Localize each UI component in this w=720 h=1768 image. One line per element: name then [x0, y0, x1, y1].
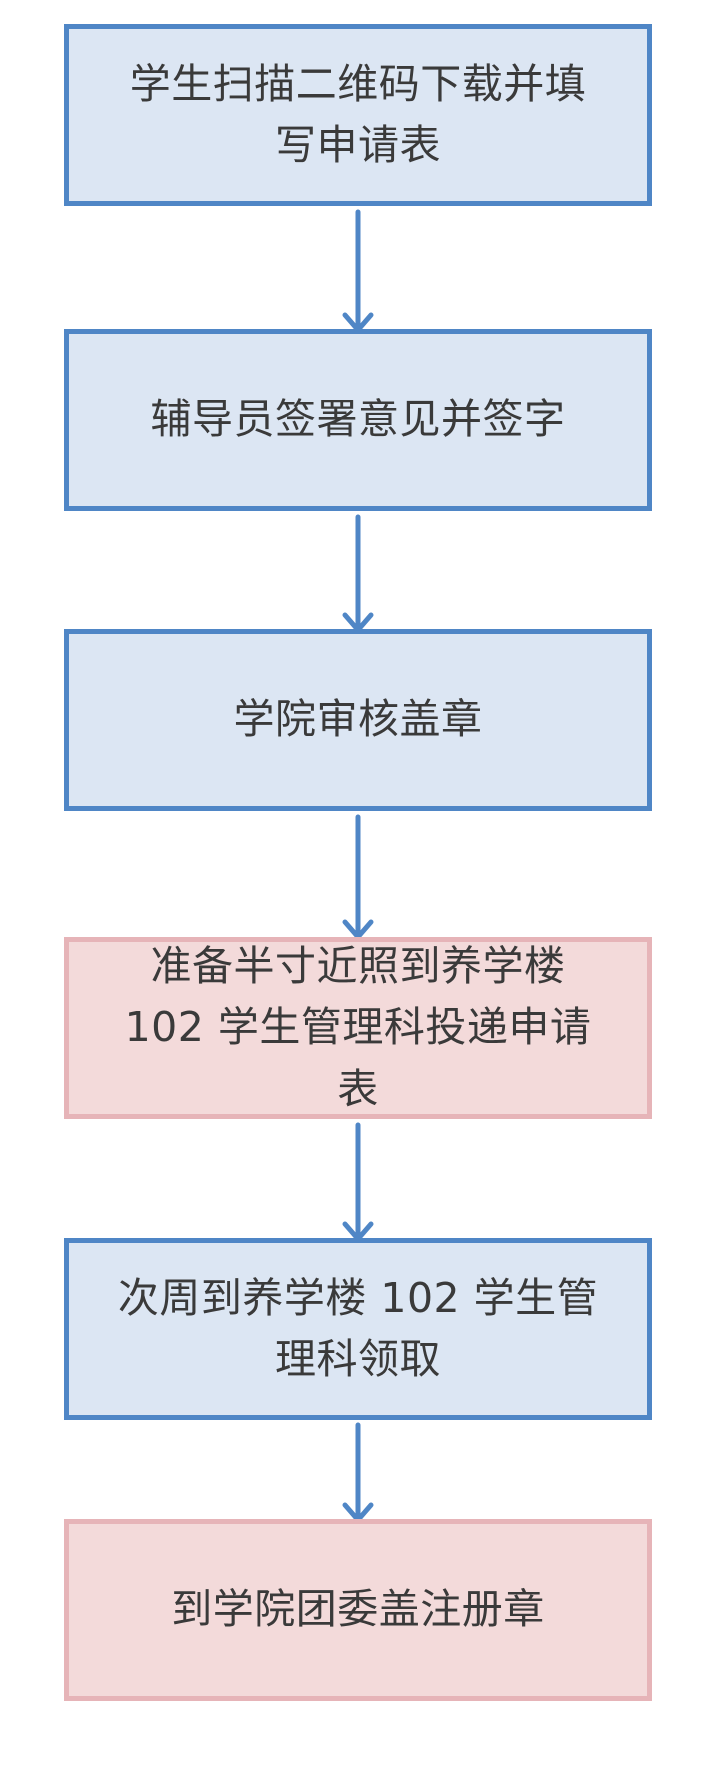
step-box-5: 次周到养学楼 102 学生管 理科领取 — [64, 1238, 652, 1420]
step-box-3: 学院审核盖章 — [64, 629, 652, 811]
step-box-2: 辅导员签署意见并签字 — [64, 329, 652, 511]
arrow-2 — [342, 514, 374, 633]
step-label-6: 到学院团委盖注册章 — [171, 1585, 545, 1634]
step-box-1: 学生扫描二维码下载并填 写申请表 — [64, 24, 652, 206]
step-label-5: 次周到养学楼 102 学生管 理科领取 — [117, 1273, 599, 1384]
step-label-2: 辅导员签署意见并签字 — [150, 395, 566, 444]
arrow-3 — [342, 814, 374, 940]
arrow-5 — [342, 1422, 374, 1523]
arrow-4 — [342, 1122, 374, 1242]
step-label-3: 学院审核盖章 — [233, 695, 483, 744]
step-label-1: 学生扫描二维码下载并填 写申请表 — [129, 59, 587, 170]
arrow-1 — [342, 209, 374, 333]
step-box-4: 准备半寸近照到养学楼 102 学生管理科投递申请 表 — [64, 937, 652, 1119]
step-box-6: 到学院团委盖注册章 — [64, 1519, 652, 1701]
step-label-4: 准备半寸近照到养学楼 102 学生管理科投递申请 表 — [124, 941, 592, 1113]
